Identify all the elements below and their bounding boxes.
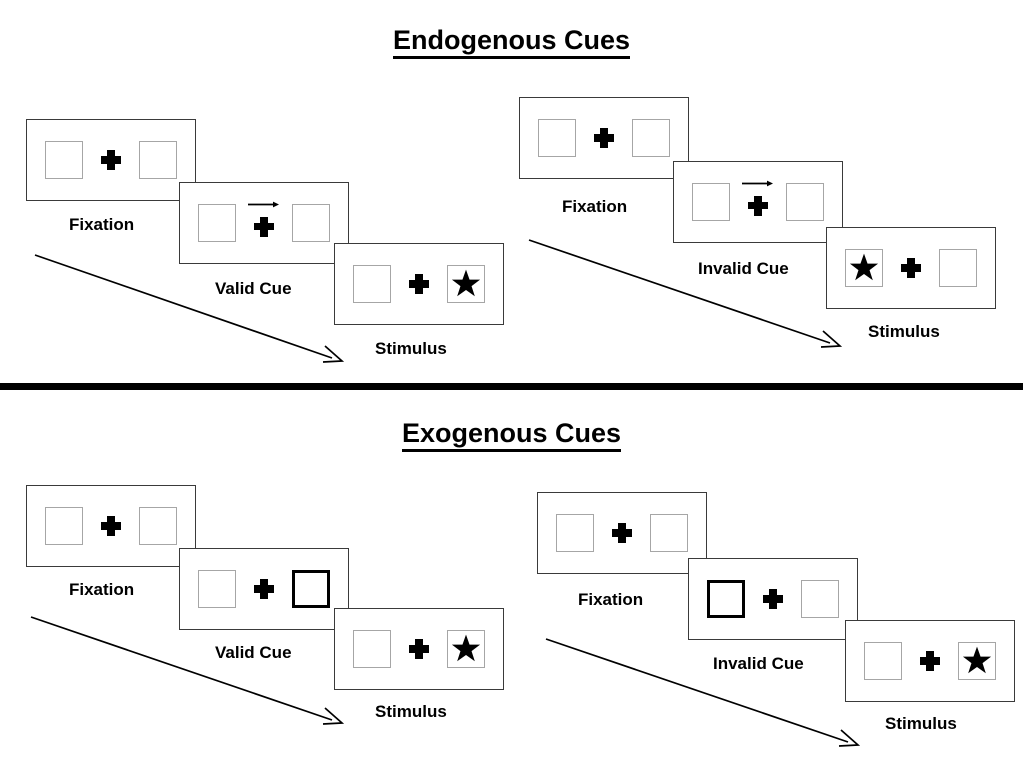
fixation-cross-group xyxy=(745,577,801,621)
fixation-cross-group xyxy=(730,180,786,224)
exogenous-right-timeline-arrow xyxy=(545,638,861,747)
section-title-exogenous: Exogenous Cues xyxy=(0,418,1023,452)
panel-exogenous-invalid-cue xyxy=(688,558,858,640)
panel-endogenous-valid-stimulus xyxy=(334,243,504,325)
panel-label-exogenous-valid-fixation: Fixation xyxy=(69,580,135,599)
fixation-cross-group xyxy=(594,511,650,555)
fixation-cross-group xyxy=(391,627,447,671)
panel-label-exogenous-valid-stimulus: Stimulus xyxy=(375,702,447,721)
panel-label-exogenous-invalid-fixation: Fixation xyxy=(578,590,644,609)
panel-label-exogenous-valid-cue: Valid Cue xyxy=(215,643,292,662)
star-target-icon xyxy=(451,269,481,297)
cue-arrow-right-icon xyxy=(248,201,279,208)
stim-box-left xyxy=(198,570,236,608)
fixation-plus-icon xyxy=(254,579,274,599)
stim-box-right xyxy=(292,204,330,242)
fixation-plus-icon xyxy=(920,651,940,671)
stim-box-right xyxy=(632,119,670,157)
endogenous-left-timeline-arrow xyxy=(34,254,345,363)
stim-box-right xyxy=(786,183,824,221)
star-target-icon xyxy=(451,634,481,662)
fixation-plus-icon xyxy=(748,195,768,216)
stim-box-left xyxy=(845,249,883,287)
stim-box-left xyxy=(864,642,902,680)
panel-label-endogenous-valid-cue: Valid Cue xyxy=(215,279,292,298)
panel-label-endogenous-valid-stimulus: Stimulus xyxy=(375,339,447,358)
fixation-plus-icon xyxy=(901,258,921,278)
fixation-cross-group xyxy=(576,116,632,160)
section-title-exogenous-text: Exogenous Cues xyxy=(401,418,622,452)
fixation-cross-group xyxy=(883,246,939,290)
fixation-plus-icon xyxy=(254,216,274,237)
stim-box-right xyxy=(447,630,485,668)
stim-box-left-cued xyxy=(707,580,745,618)
cue-arrow-right-icon xyxy=(742,180,773,187)
stim-box-left xyxy=(198,204,236,242)
stim-box-right xyxy=(139,507,177,545)
panel-exogenous-valid-cue xyxy=(179,548,349,630)
fixation-plus-icon xyxy=(101,150,121,170)
stim-box-right xyxy=(939,249,977,287)
stim-box-right-cued xyxy=(292,570,330,608)
panel-label-endogenous-invalid-cue: Invalid Cue xyxy=(698,259,789,278)
stim-box-left xyxy=(45,141,83,179)
section-divider xyxy=(0,383,1023,390)
panel-label-exogenous-invalid-cue: Invalid Cue xyxy=(713,654,804,673)
stim-box-left xyxy=(45,507,83,545)
exogenous-left-timeline-arrow xyxy=(30,616,345,725)
fixation-plus-icon xyxy=(594,128,614,148)
star-target-icon xyxy=(962,646,992,674)
panel-endogenous-invalid-cue xyxy=(673,161,843,243)
fixation-plus-icon xyxy=(409,639,429,659)
panel-endogenous-invalid-fixation xyxy=(519,97,689,179)
panel-exogenous-valid-stimulus xyxy=(334,608,504,690)
stim-box-left xyxy=(692,183,730,221)
fixation-cross-group xyxy=(391,262,447,306)
fixation-plus-icon xyxy=(612,523,632,543)
section-title-endogenous: Endogenous Cues xyxy=(0,25,1023,59)
stim-box-right xyxy=(650,514,688,552)
panel-label-exogenous-invalid-stimulus: Stimulus xyxy=(885,714,957,733)
fixation-cross-group xyxy=(236,567,292,611)
stim-box-left xyxy=(556,514,594,552)
stim-box-right xyxy=(139,141,177,179)
panel-exogenous-invalid-stimulus xyxy=(845,620,1015,702)
fixation-plus-icon xyxy=(409,274,429,294)
stim-box-left xyxy=(353,265,391,303)
stim-box-left xyxy=(353,630,391,668)
stim-box-right xyxy=(958,642,996,680)
panel-label-endogenous-invalid-fixation: Fixation xyxy=(562,197,628,216)
panel-endogenous-valid-cue xyxy=(179,182,349,264)
stim-box-right xyxy=(801,580,839,618)
section-title-endogenous-text: Endogenous Cues xyxy=(392,25,630,59)
fixation-plus-icon xyxy=(763,589,783,609)
panel-label-endogenous-valid-fixation: Fixation xyxy=(69,215,135,234)
panel-endogenous-valid-fixation xyxy=(26,119,196,201)
fixation-cross-group xyxy=(902,639,958,683)
panel-label-endogenous-invalid-stimulus: Stimulus xyxy=(868,322,940,341)
panel-endogenous-invalid-stimulus xyxy=(826,227,996,309)
fixation-cross-group xyxy=(83,504,139,548)
panel-exogenous-valid-fixation xyxy=(26,485,196,567)
fixation-plus-icon xyxy=(101,516,121,536)
endogenous-right-timeline-arrow xyxy=(528,239,843,348)
stim-box-left xyxy=(538,119,576,157)
stim-box-right xyxy=(447,265,485,303)
fixation-cross-group xyxy=(236,201,292,245)
panel-exogenous-invalid-fixation xyxy=(537,492,707,574)
fixation-cross-group xyxy=(83,138,139,182)
